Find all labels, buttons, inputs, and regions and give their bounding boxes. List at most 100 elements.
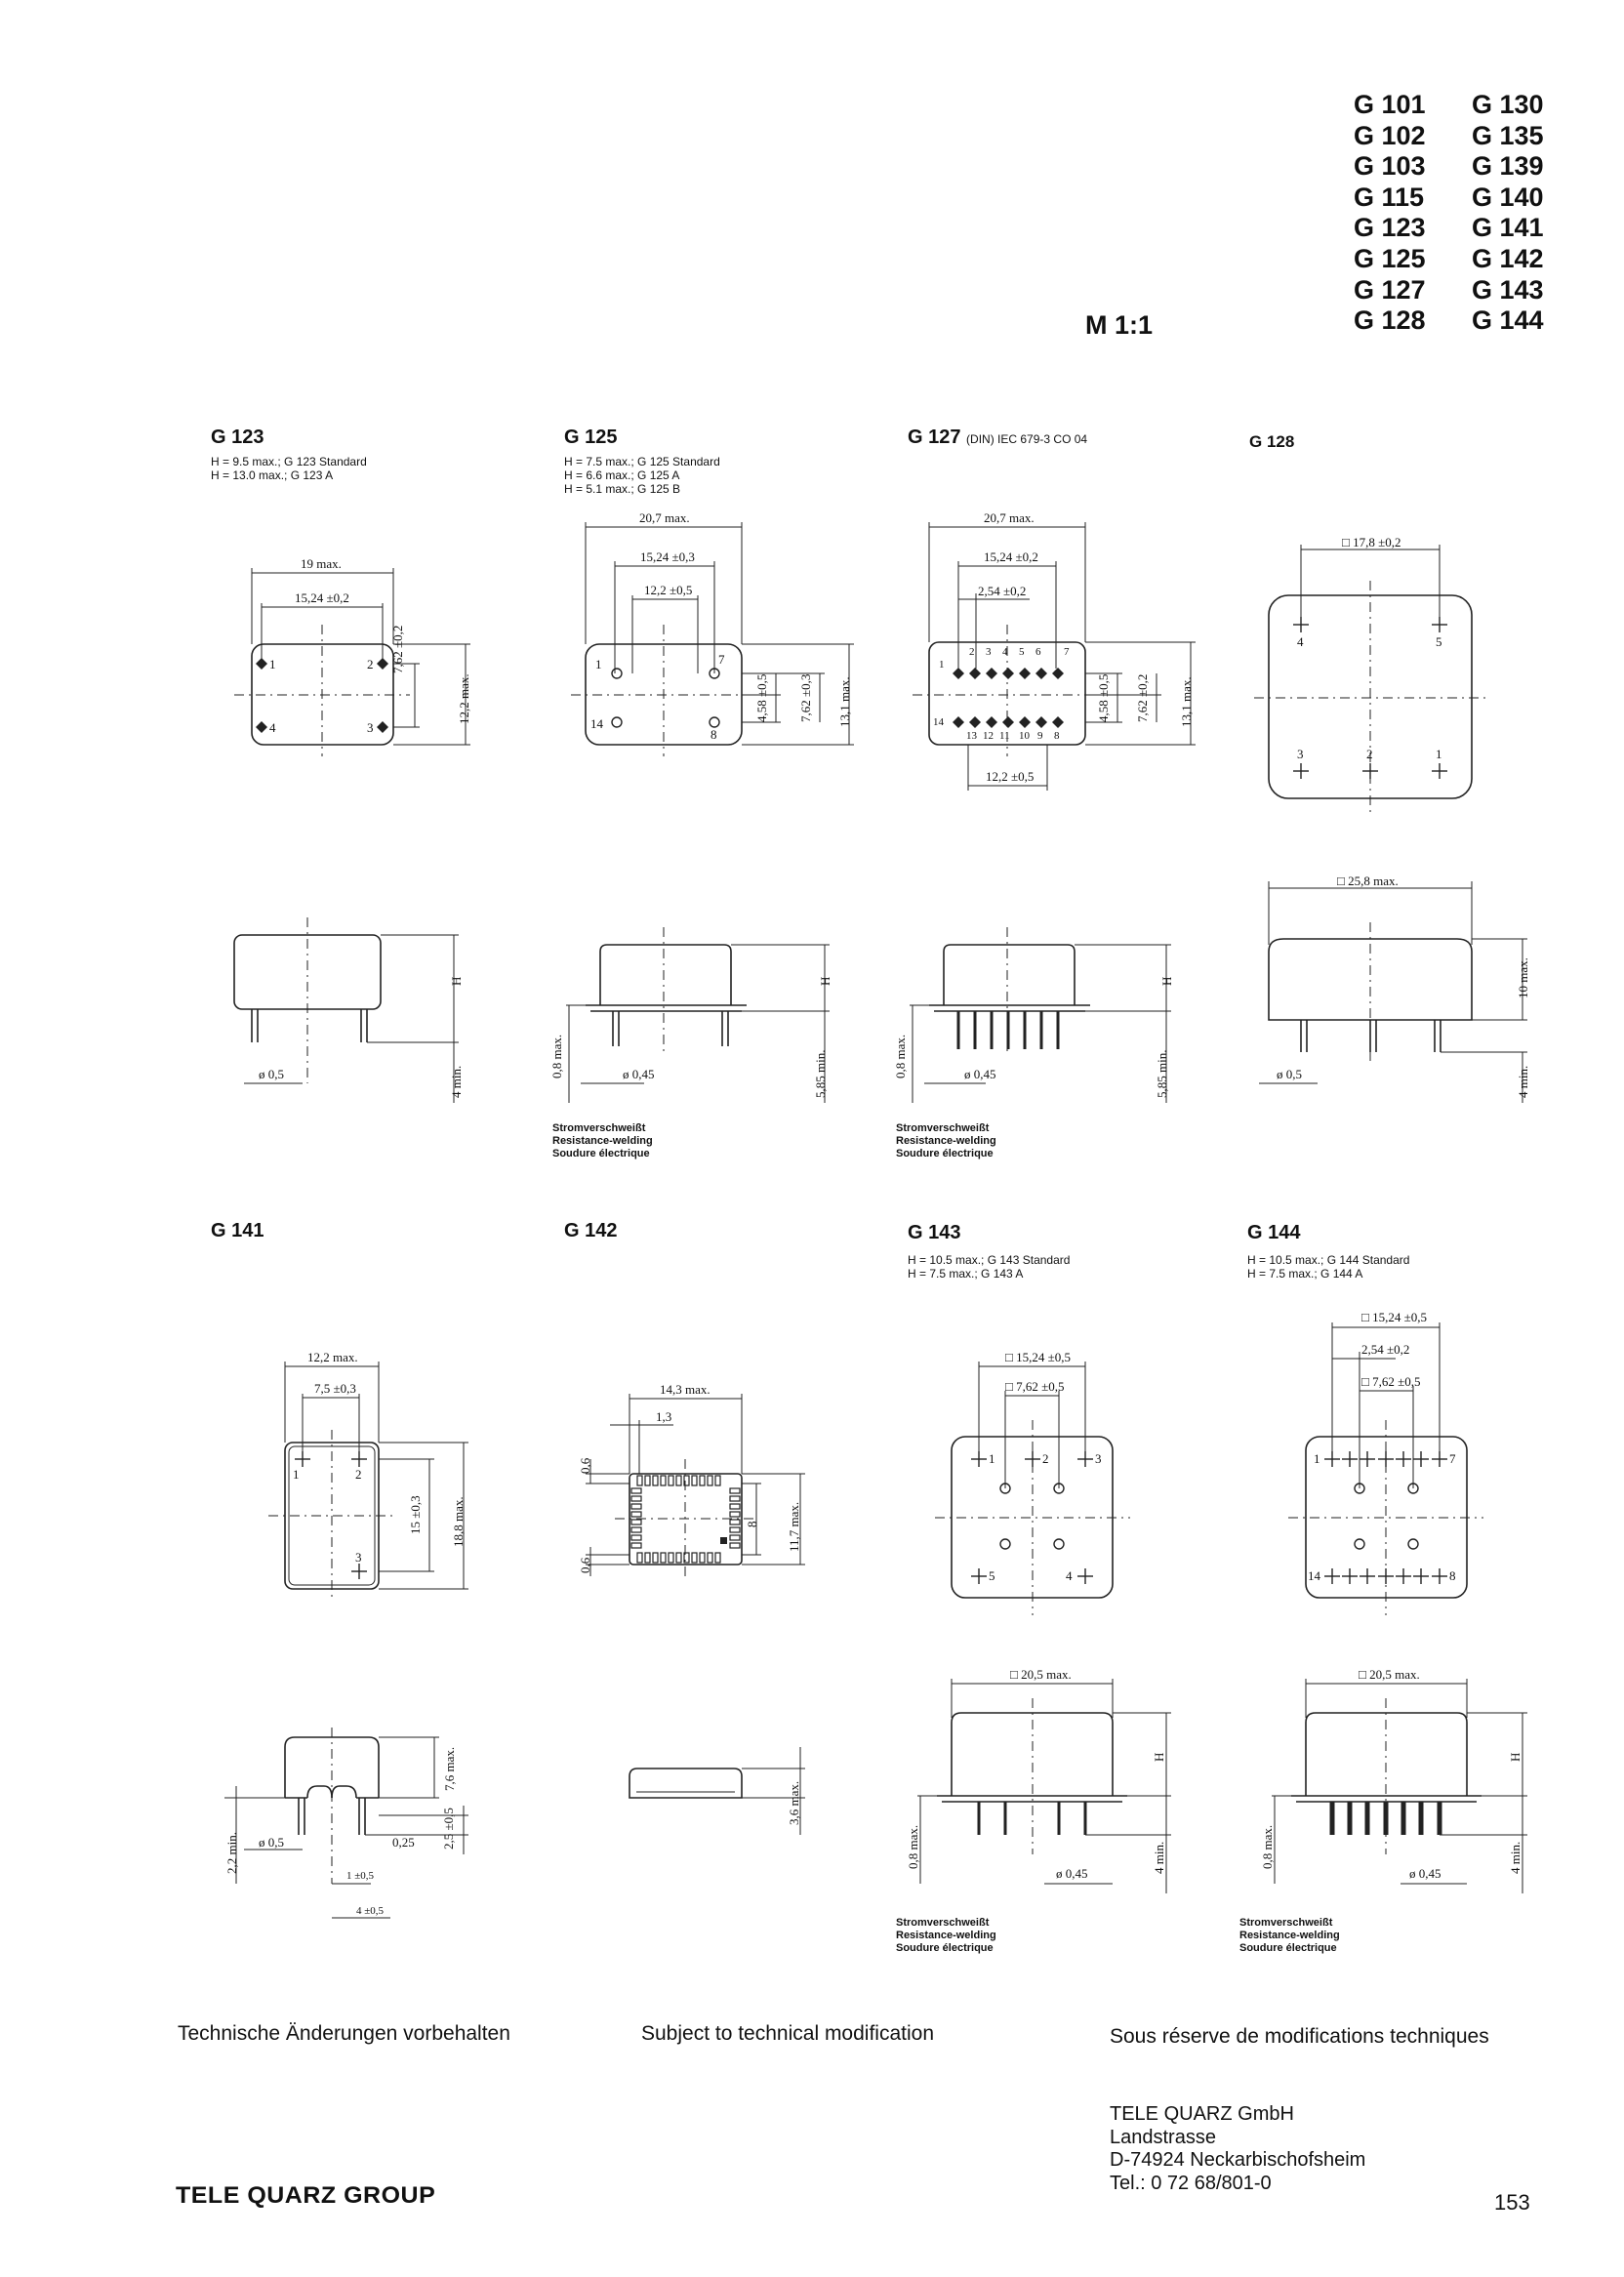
dim-label: 12,2 max. (307, 1350, 358, 1364)
dim-label: 7,62 ±0,2 (1135, 673, 1150, 722)
series-item: G 144 (1472, 305, 1544, 336)
series-item: G 139 (1472, 151, 1544, 182)
pin-label: 2 (1366, 747, 1373, 761)
dim-label: H (449, 976, 464, 986)
pin-label: 1 (1314, 1451, 1320, 1466)
title-g128: G 128 (1249, 432, 1295, 451)
series-item: G 125 (1354, 243, 1426, 273)
dim-label: 20,7 max. (984, 510, 1035, 525)
dim-label: 18,8 max. (451, 1496, 466, 1547)
pin-label: 3 (986, 646, 992, 658)
series-item: G 102 (1354, 120, 1426, 150)
dim-label: 12,2 ±0,5 (644, 583, 693, 597)
drawing-g125-top (571, 522, 854, 756)
pin-label: 4 (1066, 1568, 1073, 1583)
drawing-g128-top (1254, 545, 1488, 815)
dim-label: 7,62 ±0,3 (798, 673, 813, 722)
title-g144: G 144 (1247, 1222, 1301, 1243)
series-item: G 142 (1472, 243, 1544, 273)
dim-label: 0,25 (392, 1835, 415, 1850)
dim-label: ø 0,45 (964, 1067, 996, 1081)
dim-label: 3,6 max. (787, 1780, 801, 1825)
dim-label: 0,8 max. (1260, 1824, 1275, 1869)
company-address: TELE QUARZ GmbH Landstrasse D-74924 Neck… (1110, 2103, 1365, 2195)
drawing-g123-side (233, 917, 459, 1103)
dim-label: ø 0,5 (259, 1067, 284, 1081)
dim-label: □ 7,62 ±0,5 (1361, 1374, 1421, 1389)
pin-label: 7 (1064, 646, 1070, 658)
dim-label: 12,2 ±0,5 (986, 769, 1035, 784)
pin-label: 1 (293, 1467, 300, 1482)
dim-label: 7,6 max. (442, 1746, 457, 1791)
address-line: Landstrasse (1110, 2126, 1216, 2148)
series-list-left: G 101 G 102 G 103 G 115 G 123 G 125 G 12… (1354, 90, 1426, 337)
dim-label: 1,3 (656, 1409, 672, 1424)
dim-label: 4,58 ±0,5 (754, 673, 769, 722)
footer-note-en: Subject to technical modification (641, 2022, 934, 2045)
series-item: G 127 (1354, 274, 1426, 305)
dim-label: 4 min. (1508, 1841, 1522, 1874)
series-item: G 115 (1354, 182, 1425, 212)
dim-label: 11,7 max. (787, 1501, 801, 1552)
dim-label: 5,85 min. (1155, 1049, 1169, 1098)
dim-label: □ 17,8 ±0,2 (1342, 535, 1401, 549)
drawing-g141-top (268, 1362, 468, 1601)
dim-label: 7,62 ±0,2 (390, 625, 405, 673)
drawing-g142-side (629, 1747, 805, 1835)
pin-label: 13 (966, 730, 977, 742)
pin-label: 4 (1002, 646, 1008, 658)
pin-label: 1 (595, 657, 602, 671)
dim-label: □ 20,5 max. (1359, 1667, 1420, 1682)
pin-label: 6 (1035, 646, 1041, 658)
dim-label: 0,6 (578, 1557, 592, 1573)
dim-label: ø 0,45 (623, 1067, 655, 1081)
drawing-g143-side (917, 1679, 1171, 1893)
title-g125: G 125 (564, 427, 618, 448)
dim-label: □ 25,8 max. (1337, 874, 1399, 888)
pin-label: 14 (1308, 1568, 1320, 1583)
address-line: D-74924 Neckarbischofsheim (1110, 2149, 1366, 2171)
dim-label: 1 ±0,5 (346, 1870, 375, 1882)
series-item: G 143 (1472, 274, 1544, 305)
dim-label: 2,54 ±0,2 (1361, 1342, 1410, 1357)
dim-label: 13,1 max. (1179, 676, 1194, 727)
pin-label: 5 (989, 1568, 995, 1583)
series-list-right: G 130 G 135 G 139 G 140 G 141 G 142 G 14… (1472, 90, 1544, 337)
pin-label: 10 (1019, 730, 1030, 742)
dim-label: □ 20,5 max. (1010, 1667, 1072, 1682)
dim-label: 13,1 max. (837, 676, 852, 727)
dim-label: 4 min. (1516, 1065, 1530, 1098)
dim-label: H (1152, 1752, 1166, 1762)
series-item: G 103 (1354, 151, 1426, 182)
dim-label: 15 ±0,3 (408, 1495, 423, 1534)
dim-label: 0,8 max. (549, 1034, 564, 1078)
dim-label: H (1508, 1752, 1522, 1762)
dim-label: 2,54 ±0,2 (978, 584, 1027, 598)
pin-label: 7 (718, 652, 725, 667)
dim-label: □ 7,62 ±0,5 (1005, 1379, 1065, 1394)
dim-label: 15,24 ±0,2 (295, 590, 349, 605)
title-g141: G 141 (211, 1220, 264, 1241)
dim-label: H (818, 976, 832, 986)
pin-label: 3 (367, 720, 374, 735)
dim-label: 0,8 max. (906, 1824, 920, 1869)
dim-label: 7,5 ±0,3 (314, 1381, 356, 1396)
pin-label: 7 (1449, 1451, 1456, 1466)
dim-label: 19 max. (301, 556, 342, 571)
address-line: Tel.: 0 72 68/801-0 (1110, 2172, 1272, 2194)
pin-label: 14 (590, 716, 603, 731)
title-g123: G 123 (211, 427, 264, 448)
dim-label: 20,7 max. (639, 510, 690, 525)
pin-label: 3 (1297, 747, 1304, 761)
address-line: TELE QUARZ GmbH (1110, 2103, 1294, 2125)
dim-label: 8 (745, 1521, 759, 1528)
pin-label: 4 (269, 720, 276, 735)
dim-label: 4 ±0,5 (356, 1905, 385, 1917)
pin-label: 5 (1436, 634, 1442, 649)
pin-label: 1 (989, 1451, 995, 1466)
pin-label: 1 (939, 659, 945, 671)
